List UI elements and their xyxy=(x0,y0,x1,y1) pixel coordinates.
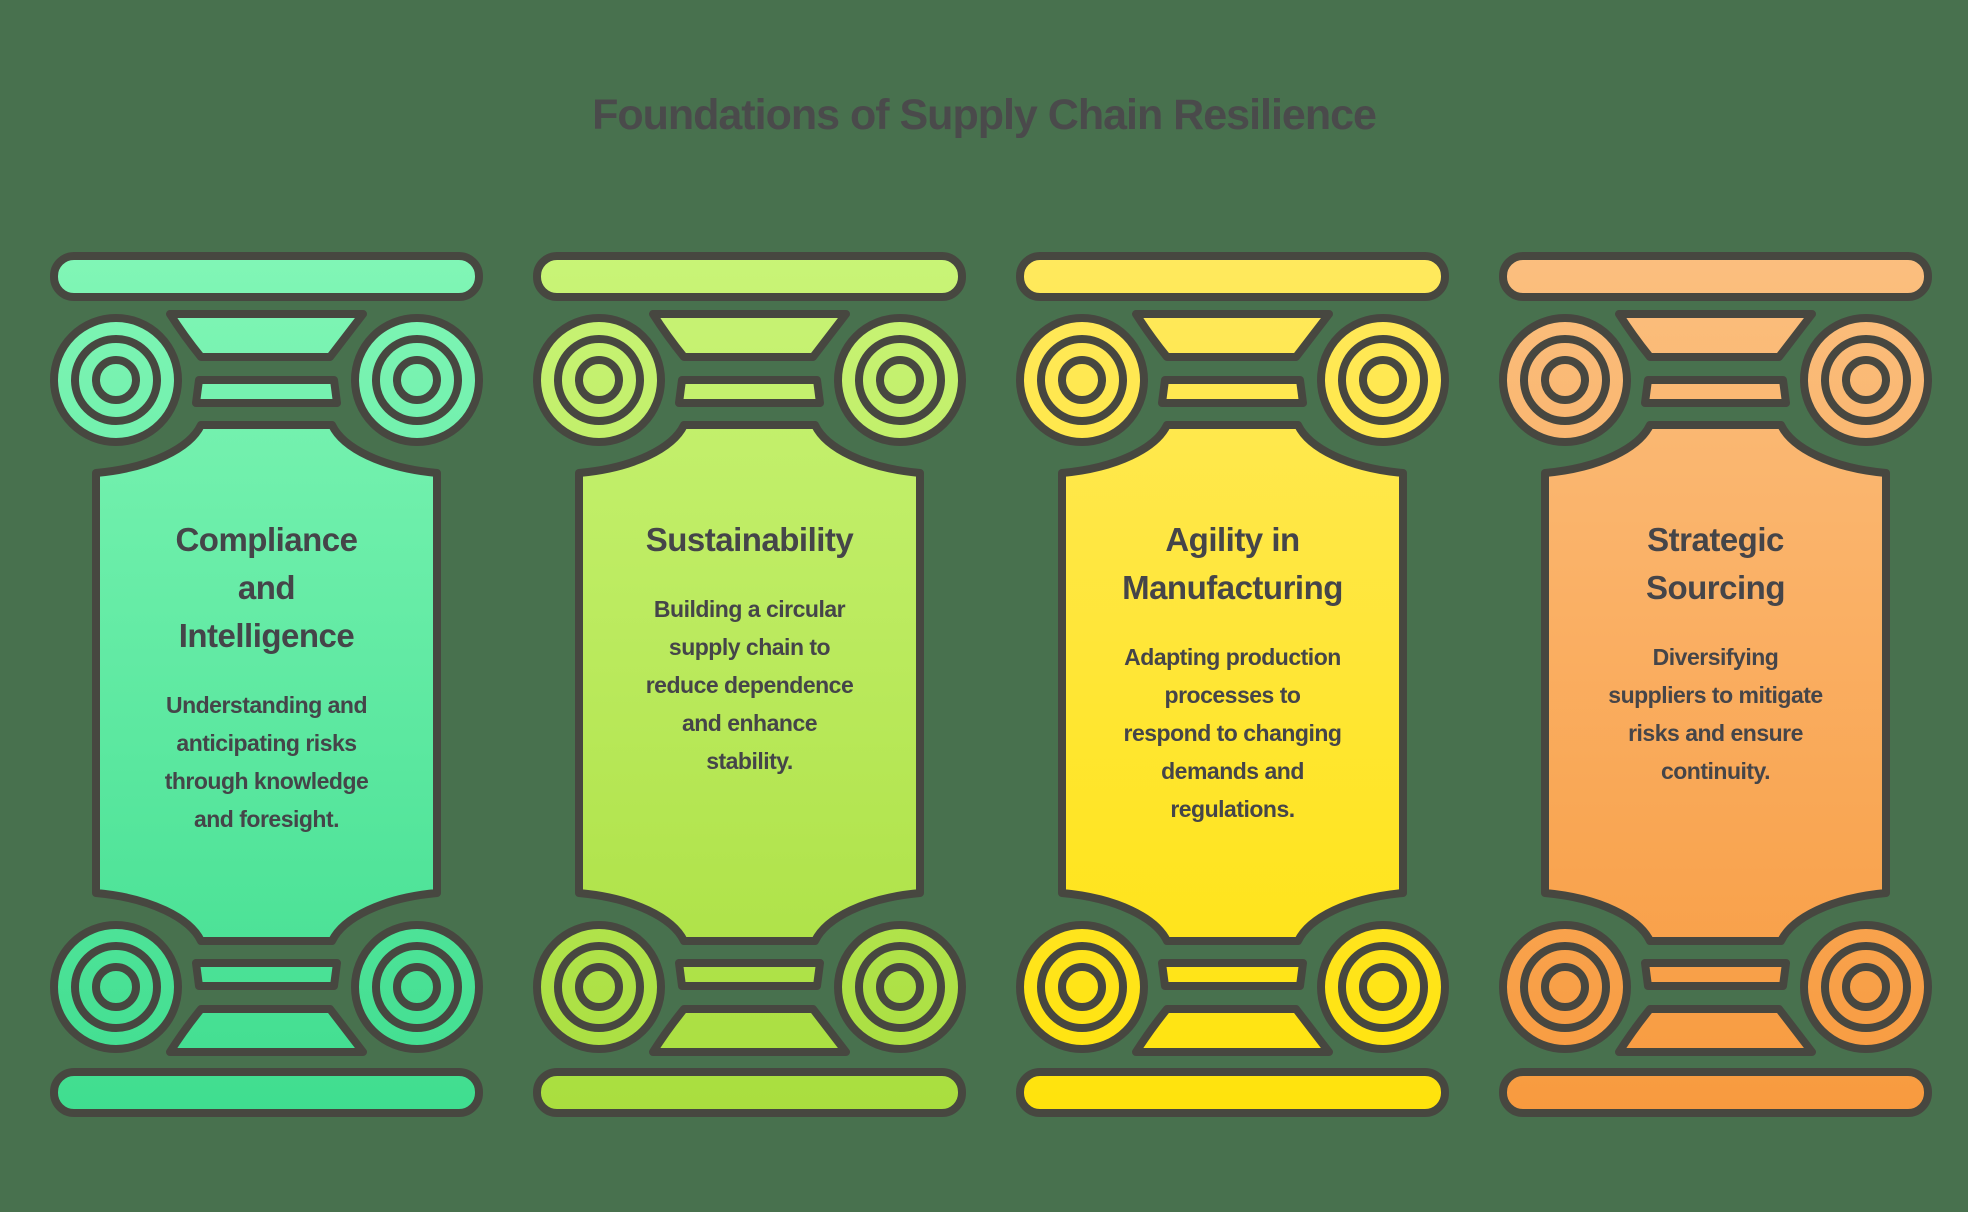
column-shaft xyxy=(1541,421,1890,945)
volute-bottom-left-icon xyxy=(50,921,182,1053)
neck-band-bottom xyxy=(1158,959,1307,990)
echinus-top xyxy=(1615,310,1816,361)
column-shaft xyxy=(92,421,441,945)
volute-bottom-right-icon xyxy=(834,921,966,1053)
pillar-description: Building a circular supply chain to redu… xyxy=(645,596,854,774)
volute-top-right-icon xyxy=(351,314,483,446)
echinus-bottom xyxy=(649,1005,850,1056)
pillar-sustainability: Sustainability Building a circular suppl… xyxy=(533,252,966,1117)
pillar-heading: Compliance and Intelligence xyxy=(175,521,358,654)
neck-band-top xyxy=(1158,376,1307,407)
neck-band-top xyxy=(192,376,341,407)
volute-top-right-icon xyxy=(1800,314,1932,446)
volute-top-right-icon xyxy=(1317,314,1449,446)
pillar-heading: Strategic Sourcing xyxy=(1645,521,1786,606)
neck-band-top xyxy=(675,376,824,407)
pillar-description: Understanding and anticipating risks thr… xyxy=(164,692,369,832)
pillar-description: Adapting production processes to respond… xyxy=(1123,644,1342,822)
abacus-top-bar xyxy=(533,252,966,301)
echinus-bottom xyxy=(1615,1005,1816,1056)
neck-band-bottom xyxy=(675,959,824,990)
volute-top-left-icon xyxy=(1016,314,1148,446)
volute-bottom-left-icon xyxy=(1016,921,1148,1053)
abacus-top-bar xyxy=(50,252,483,301)
column-illustration xyxy=(533,252,966,1117)
volute-bottom-right-icon xyxy=(1317,921,1449,1053)
infographic-title: Foundations of Supply Chain Resilience xyxy=(592,91,1377,139)
base-bottom-bar xyxy=(1016,1068,1449,1117)
echinus-bottom xyxy=(1132,1005,1333,1056)
neck-band-bottom xyxy=(1641,959,1790,990)
pillar-agility-in-manufacturing: Agility in Manufacturing Adapting produc… xyxy=(1016,252,1449,1117)
neck-band-bottom xyxy=(192,959,341,990)
volute-bottom-left-icon xyxy=(533,921,665,1053)
column-illustration xyxy=(1016,252,1449,1117)
volute-top-right-icon xyxy=(834,314,966,446)
abacus-top-bar xyxy=(1016,252,1449,301)
echinus-top xyxy=(649,310,850,361)
volute-top-left-icon xyxy=(50,314,182,446)
pillar-strategic-sourcing: Strategic Sourcing Diversifying supplier… xyxy=(1499,252,1932,1117)
pillar-heading: Sustainability xyxy=(645,521,854,558)
volute-bottom-right-icon xyxy=(351,921,483,1053)
column-shaft xyxy=(575,421,924,945)
echinus-top xyxy=(166,310,367,361)
abacus-top-bar xyxy=(1499,252,1932,301)
volute-top-left-icon xyxy=(1499,314,1631,446)
base-bottom-bar xyxy=(50,1068,483,1117)
column-illustration xyxy=(50,252,483,1117)
base-bottom-bar xyxy=(1499,1068,1932,1117)
echinus-top xyxy=(1132,310,1333,361)
pillar-heading: Agility in Manufacturing xyxy=(1122,521,1343,606)
column-shaft xyxy=(1058,421,1407,945)
neck-band-top xyxy=(1641,376,1790,407)
base-bottom-bar xyxy=(533,1068,966,1117)
volute-top-left-icon xyxy=(533,314,665,446)
column-illustration xyxy=(1499,252,1932,1117)
volute-bottom-right-icon xyxy=(1800,921,1932,1053)
volute-bottom-left-icon xyxy=(1499,921,1631,1053)
pillar-description: Diversifying suppliers to mitigate risks… xyxy=(1608,644,1823,784)
echinus-bottom xyxy=(166,1005,367,1056)
pillar-compliance-and-intelligence: Compliance and Intelligence Understandin… xyxy=(50,252,483,1117)
